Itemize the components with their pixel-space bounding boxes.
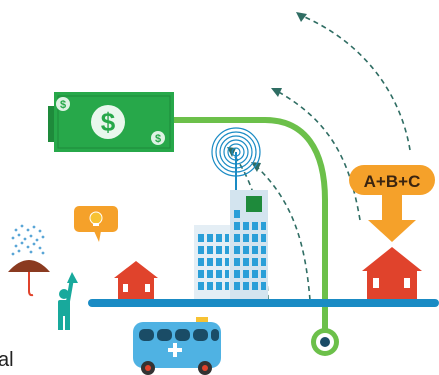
- money-bill-icon: $ $ $: [48, 92, 174, 152]
- house-icon: [114, 261, 158, 299]
- dollar-icon: $: [101, 107, 116, 137]
- dashed-arrow-inner: [254, 164, 311, 301]
- arrow-heads: [227, 12, 307, 172]
- dashed-arrows: [229, 14, 411, 301]
- antenna-signal-icon: [211, 127, 261, 195]
- abc-sign: A+B+C: [349, 165, 435, 242]
- arrow-up-icon: [67, 272, 78, 283]
- route-line: [157, 117, 328, 343]
- dollar-icon: $: [155, 133, 161, 145]
- lightbulb-icon: [74, 206, 118, 242]
- umbrella-icon: [8, 260, 50, 297]
- cropped-caption-text: al: [0, 349, 14, 371]
- office-building-icon: [194, 190, 268, 302]
- rain-icon: [11, 224, 45, 256]
- bus-icon: [133, 317, 221, 375]
- road: [88, 299, 439, 307]
- arrow-up-icon: [296, 12, 307, 22]
- route-endpoint-icon: [311, 328, 339, 356]
- building-windows: [198, 210, 266, 290]
- dashed-arrow-outer: [299, 14, 411, 151]
- abc-sign-label: A+B+C: [364, 172, 421, 191]
- arrow-up-icon: [271, 88, 282, 97]
- arrow-up-icon: [251, 162, 261, 172]
- person-icon: [58, 272, 78, 330]
- dollar-icon: $: [60, 99, 66, 111]
- house-icon: [362, 247, 422, 299]
- dashed-arrow-middle: [274, 89, 361, 221]
